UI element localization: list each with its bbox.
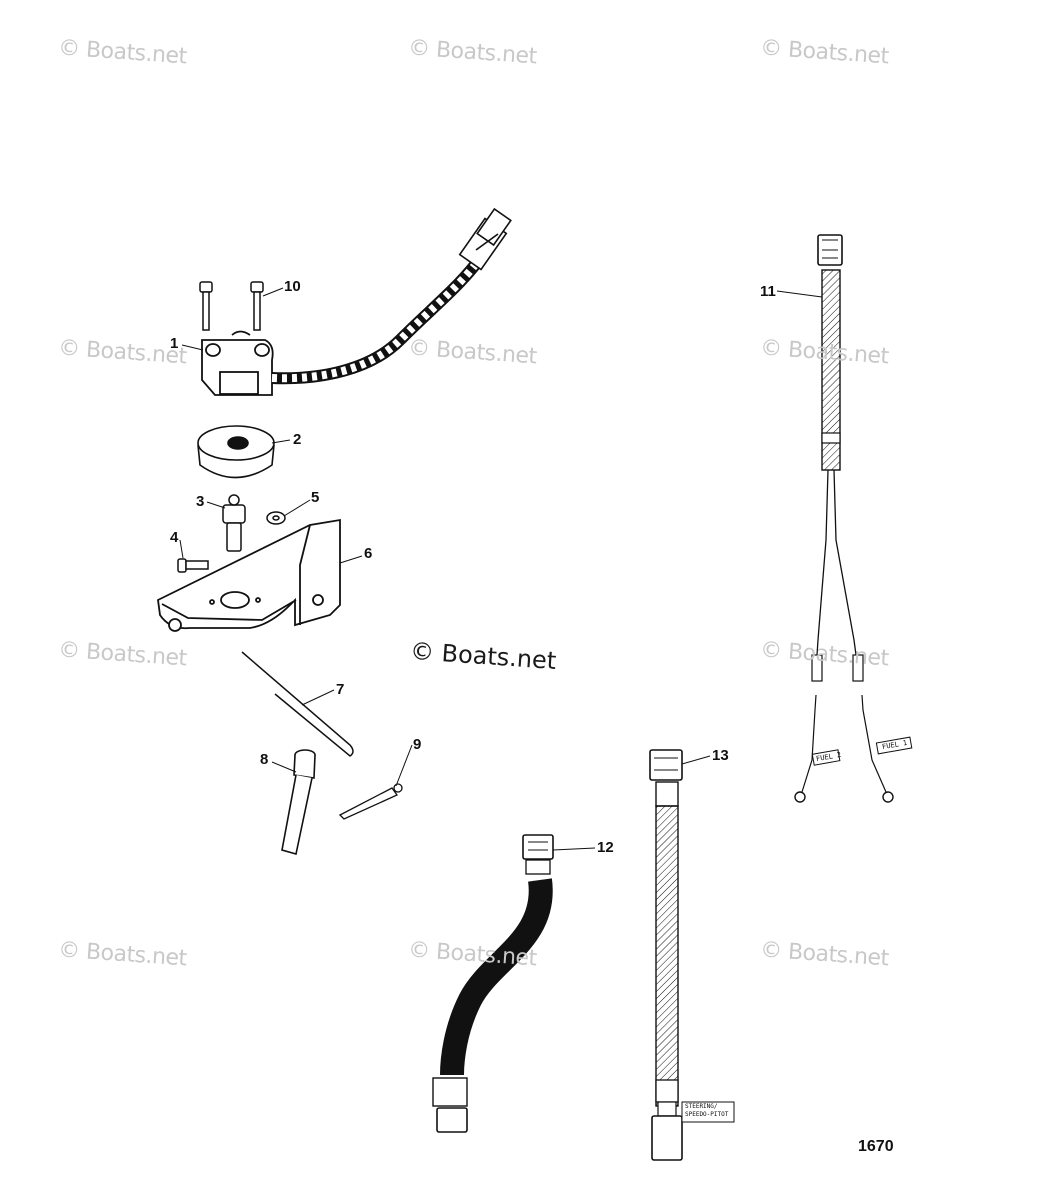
steering-tag: STEERING/ bbox=[685, 1103, 718, 1110]
callout-5: 5 bbox=[311, 489, 320, 506]
leader-lines bbox=[179, 287, 823, 851]
callout-13: 13 bbox=[712, 747, 729, 764]
cotter-pin-part-9 bbox=[338, 783, 403, 820]
callout-3: 3 bbox=[196, 493, 205, 510]
figure-number: 1670 bbox=[858, 1138, 894, 1155]
sensor-part-1 bbox=[201, 330, 274, 396]
harness-part-13 bbox=[649, 749, 735, 1161]
harness-part-12 bbox=[432, 834, 554, 1133]
callout-6: 6 bbox=[364, 545, 373, 562]
callout-12: 12 bbox=[597, 839, 614, 856]
pivot-part-3 bbox=[222, 494, 246, 552]
callout-10: 10 bbox=[284, 278, 301, 295]
callout-8: 8 bbox=[260, 751, 269, 768]
bolt-part-4 bbox=[177, 558, 209, 573]
callout-11: 11 bbox=[760, 283, 776, 300]
washer-part-5 bbox=[266, 511, 286, 525]
speedo-pitot-tag: SPEEDO-PITOT bbox=[685, 1111, 729, 1118]
callout-7: 7 bbox=[336, 681, 345, 698]
bracket-part-6 bbox=[157, 518, 341, 632]
pin-part-8 bbox=[281, 749, 316, 856]
spring-clip-part-7 bbox=[241, 651, 354, 757]
callout-2: 2 bbox=[293, 431, 302, 448]
mount-plate-part-2 bbox=[197, 425, 275, 479]
fuel-harness-part-11 bbox=[794, 234, 913, 803]
callout-9: 9 bbox=[413, 736, 422, 753]
screw-part-10a bbox=[199, 281, 213, 331]
sensor-harness bbox=[271, 207, 512, 385]
callout-4: 4 bbox=[170, 529, 179, 546]
screw-part-10b bbox=[250, 281, 264, 331]
callout-1: 1 bbox=[170, 335, 179, 352]
